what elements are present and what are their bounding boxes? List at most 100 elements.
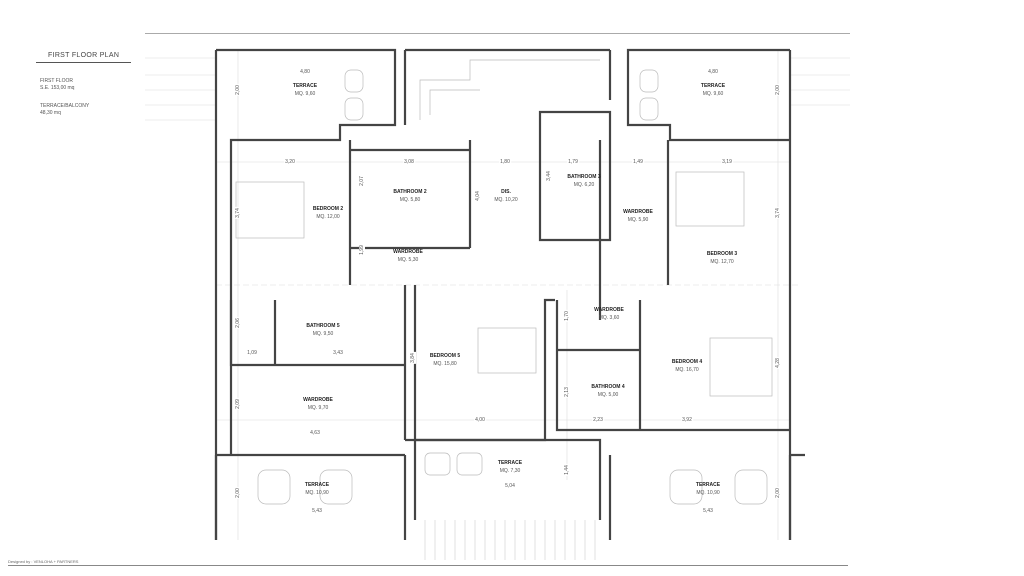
dimension-label: 1,79: [567, 159, 579, 165]
room-area: MQ. 10,20: [494, 197, 518, 203]
dimension-label: 4,80: [707, 69, 719, 75]
dimension-label: 5,43: [702, 508, 714, 514]
walls: [214, 48, 805, 540]
dimension-label: 5,43: [311, 508, 323, 514]
dimension-label: 4,63: [309, 430, 321, 436]
room-area: MQ. 10,90: [696, 490, 720, 496]
dimension-label: 3,84: [410, 352, 416, 364]
room-name: BATHROOM 2: [393, 189, 427, 195]
info-label: FIRST FLOOR: [40, 78, 73, 84]
room-name: WARDROBE: [623, 209, 653, 215]
dimension-label: 1,99: [359, 244, 365, 256]
info-value: 48,30 mq: [40, 110, 61, 116]
room-wardrobe-3: WARDROBE MQ. 5,90: [623, 208, 653, 224]
dimension-label: 1,44: [564, 464, 570, 476]
room-wardrobe-5: WARDROBE MQ. 9,70: [303, 396, 333, 412]
room-area: MQ. 9,60: [294, 91, 316, 97]
dimension-label: 5,04: [504, 483, 516, 489]
dimension-label: 1,49: [632, 159, 644, 165]
dimension-label: 3,74: [235, 207, 241, 219]
dimension-label: 2,00: [775, 487, 781, 499]
info-label: TERRACE/BALCONY: [40, 103, 90, 109]
room-name: BATHROOM 3: [567, 174, 601, 180]
dimension-label: 4,28: [775, 357, 781, 369]
dimension-label: 2,00: [775, 84, 781, 96]
room-area: MQ. 5,30: [397, 257, 419, 263]
room-terrace-nw: TERRACE MQ. 9,60: [293, 82, 317, 98]
dimension-label: 4,80: [299, 69, 311, 75]
room-area: MQ. 12,00: [316, 214, 340, 220]
room-bathroom-2: BATHROOM 2 MQ. 5,80: [393, 188, 426, 204]
room-dis: DIS. MQ. 10,20: [494, 188, 517, 204]
room-area: MQ. 3,60: [598, 315, 620, 321]
room-name: WARDROBE: [594, 307, 624, 313]
room-wardrobe-4: WARDROBE MQ. 3,60: [594, 306, 624, 322]
room-bedroom-2: BEDROOM 2 MQ. 12,00: [313, 205, 343, 221]
top-border-line: [145, 33, 850, 34]
room-area: MQ. 9,50: [312, 331, 334, 337]
stair-lines: [424, 520, 596, 560]
room-wardrobe-2: WARDROBE MQ. 5,30: [393, 248, 423, 264]
room-area: MQ. 5,00: [597, 392, 619, 398]
dimension-label: 2,00: [235, 84, 241, 96]
dimension-label: 2,06: [235, 317, 241, 329]
dimension-label: 1,70: [564, 310, 570, 322]
room-area: MQ. 10,90: [305, 490, 329, 496]
dimension-label: 1,80: [499, 159, 511, 165]
room-name: BATHROOM 4: [591, 384, 625, 390]
dimension-label: 2,09: [235, 398, 241, 410]
dimension-label: 4,00: [474, 417, 486, 423]
room-name: TERRACE: [292, 83, 318, 89]
designer-credit: Designed by : VENLOHA + PARTNERS: [8, 559, 79, 564]
room-name: TERRACE: [304, 482, 330, 488]
room-area: MQ. 5,90: [627, 217, 649, 223]
info-terrace: TERRACE/BALCONY 48,30 mq: [40, 103, 89, 117]
room-name: WARDROBE: [393, 249, 423, 255]
room-name: BEDROOM 3: [706, 251, 738, 257]
room-area: MQ. 5,80: [399, 197, 421, 203]
dimension-label: 1,09: [246, 350, 258, 356]
room-name: TERRACE: [695, 482, 721, 488]
room-area: MQ. 9,60: [702, 91, 724, 97]
dimension-label: 2,07: [359, 175, 365, 187]
room-terrace-se: TERRACE MQ. 10,90: [696, 481, 720, 497]
dimension-label: 3,19: [721, 159, 733, 165]
room-name: BEDROOM 5: [429, 353, 461, 359]
room-area: MQ. 15,80: [433, 361, 457, 367]
room-bathroom-5: BATHROOM 5 MQ. 9,50: [306, 322, 339, 338]
info-first-floor: FIRST FLOOR S.E. 153,00 mq: [40, 78, 74, 92]
room-area: MQ. 7,30: [499, 468, 521, 474]
room-area: MQ. 12,70: [710, 259, 734, 265]
dimension-label: 3,43: [332, 350, 344, 356]
room-name: BEDROOM 2: [312, 206, 344, 212]
room-name: DIS.: [501, 189, 511, 195]
dimension-label: 2,00: [235, 487, 241, 499]
room-name: TERRACE: [497, 460, 523, 466]
dimension-label: 4,04: [475, 190, 481, 202]
room-name: WARDROBE: [303, 397, 333, 403]
dimension-label: 3,20: [284, 159, 296, 165]
room-area: MQ. 16,70: [675, 367, 699, 373]
info-value: S.E. 153,00 mq: [40, 85, 75, 91]
dimension-label: 3,92: [681, 417, 693, 423]
plan-title: FIRST FLOOR PLAN: [48, 52, 120, 59]
room-terrace-ne: TERRACE MQ. 9,60: [701, 82, 725, 98]
title-underline: [36, 62, 131, 63]
room-area: MQ. 6,20: [573, 182, 595, 188]
room-terrace-sw: TERRACE MQ. 10,90: [305, 481, 329, 497]
room-bathroom-3: BATHROOM 3 MQ. 6,20: [567, 173, 600, 189]
dimension-label: 2,13: [564, 386, 570, 398]
room-bathroom-4: BATHROOM 4 MQ. 5,00: [591, 383, 624, 399]
dimension-label: 3,74: [775, 207, 781, 219]
dimension-label: 2,23: [592, 417, 604, 423]
room-name: TERRACE: [700, 83, 726, 89]
room-area: MQ. 9,70: [307, 405, 329, 411]
room-terrace-s: TERRACE MQ. 7,30: [498, 459, 522, 475]
room-bedroom-5: BEDROOM 5 MQ. 15,80: [430, 352, 460, 368]
furniture: [235, 59, 773, 505]
dimension-label: 3,44: [546, 170, 552, 182]
footer-line: [8, 565, 848, 566]
room-name: BATHROOM 5: [306, 323, 340, 329]
